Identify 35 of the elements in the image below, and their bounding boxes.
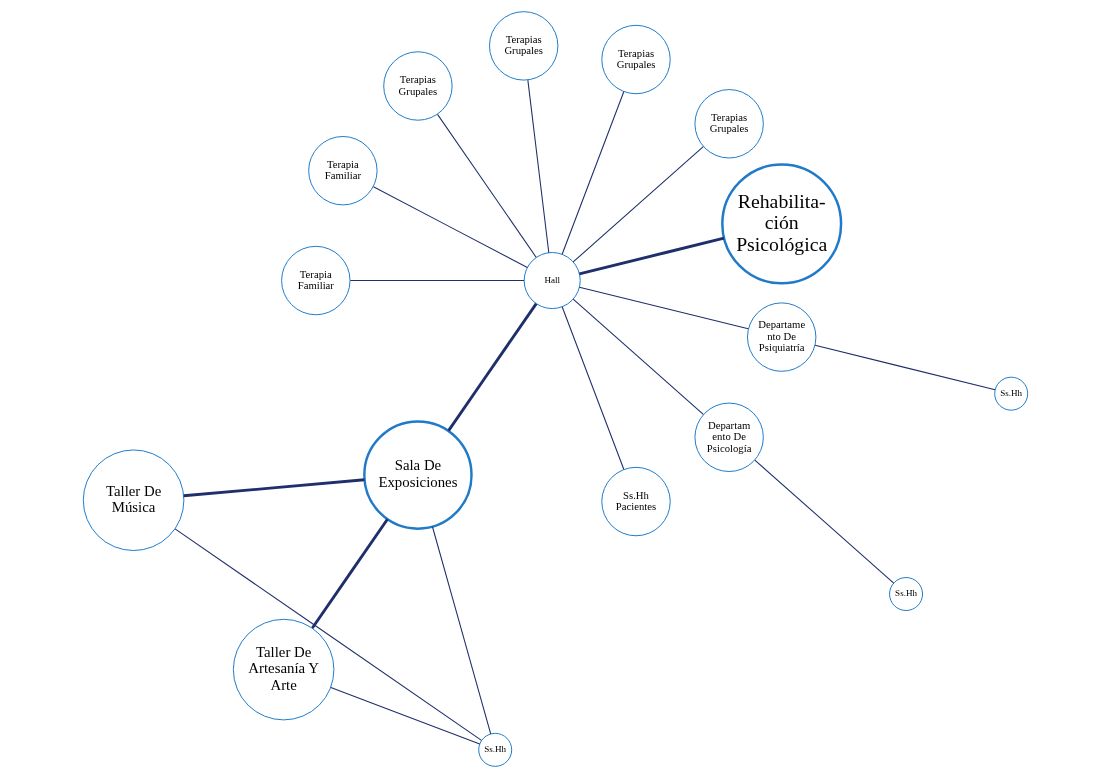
connector (572, 298, 704, 415)
node-circle: Sala De Exposiciones (362, 420, 473, 530)
connector (578, 236, 724, 276)
connector (183, 478, 365, 498)
node-circle: Ss.Hh (993, 376, 1028, 411)
node-circle: Departam ento De Psicología (693, 402, 764, 472)
node-circle: Hall (523, 252, 581, 310)
connector (572, 146, 704, 263)
connector (814, 344, 996, 391)
node-circle: Ss.Hh (477, 732, 512, 767)
node-circle: Ss.Hh (888, 577, 923, 611)
connector (578, 286, 749, 330)
node-circle: Departame nto De Psiquiatría (746, 302, 816, 372)
node-circle: Terapias Grupales (382, 51, 453, 121)
node-circle: Terapia Familiar (307, 136, 378, 206)
connector (174, 528, 482, 741)
node-circle: Taller De Música (82, 449, 184, 552)
connector (372, 186, 528, 269)
connector (753, 459, 894, 584)
connector (436, 113, 537, 258)
node-circle: Terapias Grupales (488, 11, 558, 81)
connector (431, 526, 491, 735)
node-circle: Rehabilita- ción Psicológica (720, 163, 842, 285)
connector (561, 91, 624, 255)
connector (329, 686, 480, 745)
node-circle: Ss.Hh Pacientes (600, 466, 671, 537)
connector (446, 302, 537, 432)
connector (526, 79, 549, 254)
node-circle: Taller De Artesanía Y Arte (232, 618, 334, 721)
connector (561, 306, 624, 470)
node-circle: Terapia Familiar (280, 245, 351, 316)
node-circle: Terapias Grupales (600, 24, 671, 95)
connector (310, 518, 389, 629)
node-circle: Terapias Grupales (693, 89, 764, 159)
connector (349, 280, 525, 282)
